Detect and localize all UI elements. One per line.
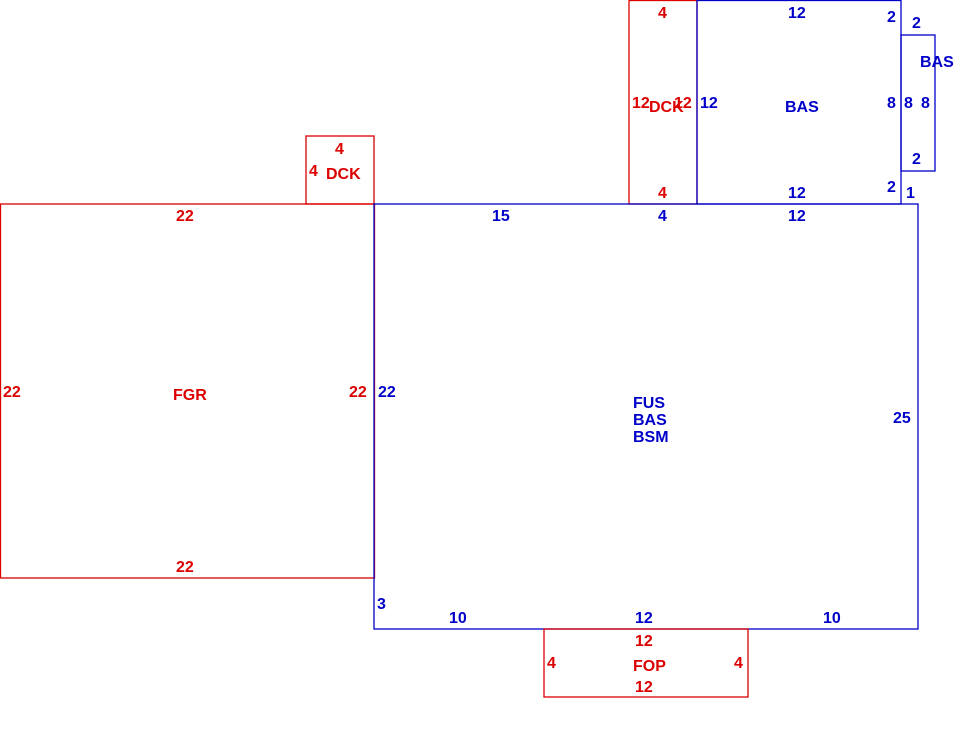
fop-bottom-dim: 12 <box>635 679 653 696</box>
bas-bump-label: BAS <box>920 54 954 71</box>
dck-small-left-dim: 4 <box>309 163 318 180</box>
main-left-dim: 22 <box>378 384 396 401</box>
dck-tall-top-dim: 4 <box>658 5 667 22</box>
bas-upper-corner-top-dim: 2 <box>887 9 896 26</box>
main-label-fus: FUS <box>633 395 665 412</box>
fop-left-dim: 4 <box>547 655 556 672</box>
fop-label: FOP <box>633 658 666 675</box>
dck-small-outline <box>305 135 375 205</box>
bas-bump-left-dim: 8 <box>904 95 913 112</box>
fop-outline <box>543 628 749 698</box>
bas-upper-left-dim: 12 <box>700 95 718 112</box>
fop-top-dim: 12 <box>635 633 653 650</box>
fgr-left-dim: 22 <box>3 384 21 401</box>
bas-bump-corner-dim: 1 <box>906 185 915 202</box>
main-right-dim: 25 <box>893 410 911 427</box>
bas-bump-outline <box>900 34 936 172</box>
fop-right-dim: 4 <box>734 655 743 672</box>
dck-small-label: DCK <box>326 166 361 183</box>
bas-upper-label: BAS <box>785 99 819 116</box>
main-top-dim-3: 12 <box>788 208 806 225</box>
main-bottom-dim-3: 10 <box>823 610 841 627</box>
main-bottom-dim-1: 10 <box>449 610 467 627</box>
dck-tall-right-dim: 12 <box>674 95 692 112</box>
main-top-dim-2: 4 <box>658 208 667 225</box>
bas-upper-top-dim: 12 <box>788 5 806 22</box>
main-bottom-dim-2: 12 <box>635 610 653 627</box>
dck-tall-label: DCK <box>649 99 684 116</box>
bas-upper-corner-bottom-dim: 2 <box>887 179 896 196</box>
fgr-bottom-dim: 22 <box>176 559 194 576</box>
main-label-bas: BAS <box>633 412 667 429</box>
main-label-bsm: BSM <box>633 429 669 446</box>
main-top-dim-1: 15 <box>492 208 510 225</box>
dck-small-top-dim: 4 <box>335 141 344 158</box>
dck-tall-bottom-dim: 4 <box>658 185 667 202</box>
bas-upper-right-dim: 8 <box>887 95 896 112</box>
main-left-short-dim: 3 <box>377 596 386 613</box>
fgr-right-dim: 22 <box>349 384 367 401</box>
fgr-label: FGR <box>173 387 207 404</box>
dck-tall-left-dim: 12 <box>632 95 650 112</box>
bas-bump-right-dim: 8 <box>921 95 930 112</box>
bas-bump-bottom-dim: 2 <box>912 151 921 168</box>
fgr-top-dim: 22 <box>176 208 194 225</box>
bas-upper-bottom-dim: 12 <box>788 185 806 202</box>
bas-bump-top-dim: 2 <box>912 15 921 32</box>
